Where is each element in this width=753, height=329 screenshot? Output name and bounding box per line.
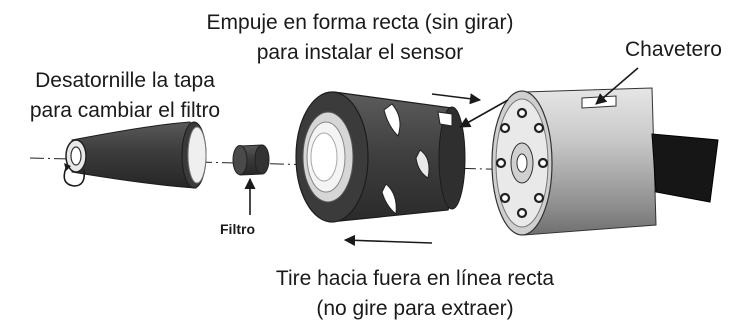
pull-instruction-line1: Tire hacia fuera en línea recta [275,267,555,290]
pull-arrow [343,234,433,246]
push-instruction-line2: para instalar el sensor [256,41,464,64]
keyway-pointer-arrow [595,67,639,105]
unscrew-instruction-line1: Desatornille la tapa [35,69,215,92]
cap [63,121,207,189]
keyway-label: Chavetero [625,38,722,61]
sleeve [295,91,466,223]
cable [651,133,719,203]
push-instruction-line1: Empuje en forma recta (sin girar) [206,11,514,34]
pull-instruction-line2: (no gire para extraer) [316,297,514,320]
unscrew-instruction-line2: para cambiar el filtro [29,99,221,122]
sensor [491,87,657,236]
rotate-arrow-icon [63,167,86,187]
sleeve-pointer-arrow [459,99,509,128]
filter-label: Filtro [220,221,255,237]
push-arrow [431,93,482,105]
filter [232,144,270,176]
